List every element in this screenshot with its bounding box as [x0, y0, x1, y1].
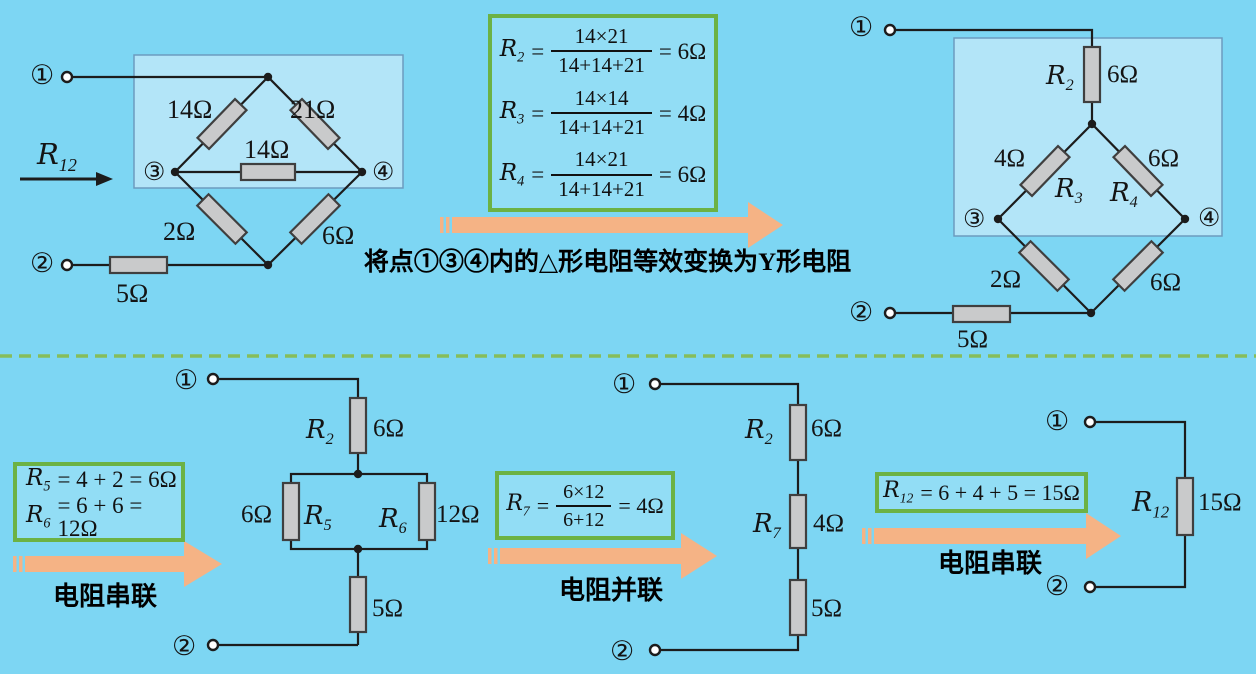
bottom-left-circuit-terminals [206, 372, 220, 652]
terminal-1-label: ① [849, 12, 874, 42]
node-4-label: ④ [1198, 205, 1221, 232]
resistor-value-14b: 14Ω [244, 135, 290, 164]
resistor-label-r7: R7 [753, 509, 781, 543]
resistor-value-14a: 14Ω [167, 95, 213, 124]
bottom-left-circuit-resistors [281, 396, 437, 634]
resistor-label-r2: R2 [1046, 61, 1074, 95]
resistor-value-5: 5Ω [116, 279, 149, 308]
resistor-value-5: 5Ω [372, 595, 404, 622]
transform-arrow-4 [862, 513, 1121, 559]
terminal-1-label: ① [30, 60, 55, 90]
bottom-left-circuit-nodes [353, 469, 363, 554]
series-caption-2: 电阻串联 [937, 549, 1042, 578]
terminal-2-label: ② [610, 636, 635, 666]
node-3-label: ③ [143, 159, 166, 186]
delta-wye-caption: 将点①③④内的△形电阻等效变换为Y形电阻 [363, 249, 852, 276]
bottom-right-circuit-terminals [1083, 415, 1097, 594]
formula-r5: R5 = 4 + 2 = 6Ω [26, 465, 177, 495]
series-caption-1: 电阻串联 [52, 582, 157, 611]
resistor-value-6: 6Ω [1150, 269, 1182, 296]
top-left-circuit-nodes [170, 72, 367, 270]
resistor-label-r4: R4 [1110, 178, 1138, 212]
resistor-label-r12: R12 [1132, 487, 1170, 522]
node-4-label: ④ [372, 159, 395, 186]
resistor-label-r5: R5 [304, 501, 332, 535]
terminal-1-label: ① [174, 365, 199, 395]
bottom-middle-circuit-resistors [788, 403, 808, 637]
resistor-value-2: 2Ω [163, 217, 196, 246]
formula-r12: R12 = 6 + 4 + 5 = 15Ω [883, 478, 1080, 506]
resistor-value-r2: 6Ω [811, 415, 843, 442]
resistor-value-r2: 6Ω [373, 415, 405, 442]
formula-r6: R6 = 6 + 6 = 12Ω [26, 492, 143, 541]
top-left-circuit-terminals [60, 70, 74, 272]
resistor-value-r6: 12Ω [436, 501, 480, 528]
terminal-2-label: ② [30, 248, 55, 278]
r12-direction-arrow [20, 172, 113, 186]
bottom-middle-circuit-terminals [648, 377, 662, 657]
top-right-circuit-terminals [883, 23, 897, 320]
resistor-label-r2: R2 [745, 415, 773, 449]
resistor-value-6: 6Ω [322, 221, 355, 250]
top-right-circuit-resistors [951, 45, 1165, 324]
resistor-value-r4: 6Ω [1148, 145, 1180, 172]
bottom-right-circuit-resistors [1175, 476, 1195, 537]
resistor-value-r12: 15Ω [1198, 489, 1242, 516]
terminal-2-label: ② [172, 631, 197, 661]
r12-arrow-label: R12 [37, 137, 77, 175]
resistor-value-r7: 4Ω [813, 510, 845, 537]
terminal-1-label: ① [612, 369, 637, 399]
node-3-label: ③ [963, 206, 986, 233]
resistor-label-r2: R2 [306, 415, 334, 449]
resistor-value-r5: 6Ω [241, 501, 273, 528]
terminal-1-label: ① [1045, 406, 1070, 436]
top-right-circuit-nodes [993, 119, 1190, 318]
series-formula-box-1: R5 = 4 + 2 = 6Ω R6 = 6 + 6 = 12Ω [13, 462, 185, 542]
resistor-value-2: 2Ω [990, 266, 1022, 293]
top-left-circuit-resistors [108, 97, 342, 275]
resistor-value-5: 5Ω [811, 595, 843, 622]
terminal-2-label: ② [849, 297, 874, 327]
resistor-label-r6: R6 [379, 504, 407, 538]
parallel-caption: 电阻并联 [558, 576, 663, 605]
transform-arrow-1 [440, 202, 783, 248]
resistor-value-5: 5Ω [957, 326, 989, 353]
resistor-value-21: 21Ω [290, 95, 336, 124]
transform-arrow-2 [13, 541, 222, 587]
resistor-label-r3: R3 [1055, 174, 1083, 208]
transform-arrow-3 [488, 533, 717, 579]
terminal-2-label: ② [1045, 571, 1070, 601]
series-formula-box-2: R12 = 6 + 4 + 5 = 15Ω [875, 472, 1088, 513]
resistor-value-r3: 4Ω [994, 145, 1026, 172]
resistor-value-r2: 6Ω [1107, 61, 1139, 88]
